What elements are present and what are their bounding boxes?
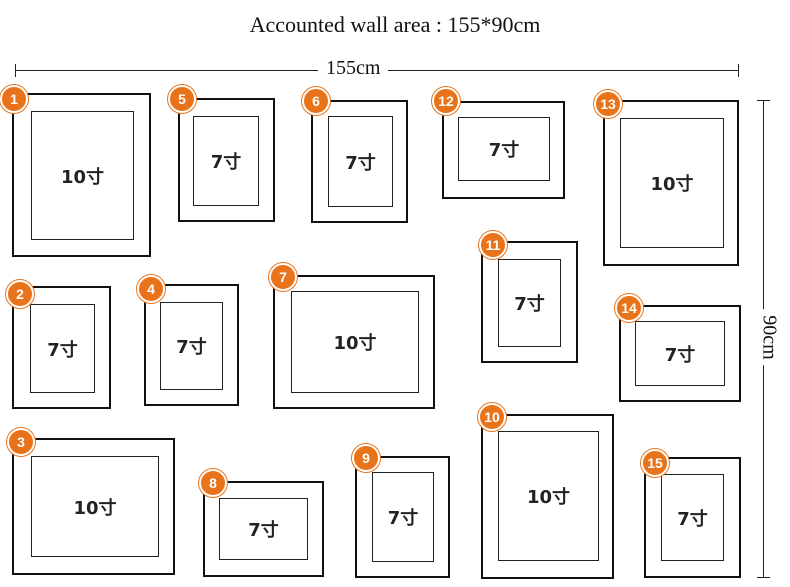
frame-9: 7寸 bbox=[355, 456, 450, 578]
frame-8: 7寸 bbox=[203, 481, 324, 577]
frame-number-badge: 8 bbox=[199, 469, 227, 497]
frame-mat: 7寸 bbox=[30, 304, 95, 393]
frame-number-badge: 13 bbox=[594, 90, 622, 118]
frame-size-label: 7寸 bbox=[47, 339, 78, 361]
frame-number-badge: 4 bbox=[137, 275, 165, 303]
frame-mat: 7寸 bbox=[498, 259, 561, 347]
frame-13: 10寸 bbox=[603, 100, 739, 266]
frame-mat: 7寸 bbox=[193, 116, 259, 206]
frame-number-badge: 14 bbox=[615, 294, 643, 322]
frame-number-badge: 1 bbox=[0, 85, 28, 113]
frame-mat: 10寸 bbox=[31, 456, 159, 557]
frame-size-label: 7寸 bbox=[677, 508, 708, 530]
frame-mat: 10寸 bbox=[31, 111, 134, 240]
frame-mat: 10寸 bbox=[291, 291, 419, 393]
frame-mat: 7寸 bbox=[661, 474, 724, 561]
frame-14: 7寸 bbox=[619, 305, 741, 402]
frame-size-label: 7寸 bbox=[664, 344, 696, 366]
frame-size-label: 10寸 bbox=[650, 174, 694, 195]
frame-size-label: 10寸 bbox=[60, 166, 105, 188]
frame-5: 7寸 bbox=[178, 98, 275, 222]
frame-size-label: 7寸 bbox=[248, 520, 279, 541]
frame-mat: 7寸 bbox=[458, 117, 550, 181]
frame-number-badge: 2 bbox=[6, 280, 34, 308]
frame-mat: 7寸 bbox=[328, 116, 393, 207]
frame-mat: 10寸 bbox=[620, 118, 724, 248]
frame-15: 7寸 bbox=[644, 457, 741, 578]
page-title: Accounted wall area : 155*90cm bbox=[249, 12, 541, 37]
frame-2: 7寸 bbox=[12, 286, 111, 409]
frame-6: 7寸 bbox=[311, 100, 408, 223]
frame-number-badge: 11 bbox=[479, 231, 507, 259]
frame-size-label: 10寸 bbox=[526, 487, 571, 508]
frame-number-badge: 5 bbox=[168, 85, 196, 113]
frame-number-badge: 10 bbox=[478, 403, 506, 431]
frame-mat: 7寸 bbox=[160, 302, 223, 390]
frame-1: 10寸 bbox=[12, 93, 151, 257]
frame-number-badge: 9 bbox=[352, 444, 380, 472]
height-dimension-tick-bottom bbox=[757, 577, 770, 578]
height-label: 90cm bbox=[757, 309, 781, 366]
frame-mat: 7寸 bbox=[219, 498, 308, 560]
width-label: 155cm bbox=[318, 57, 389, 80]
frame-11: 7寸 bbox=[481, 241, 578, 363]
frame-4: 7寸 bbox=[144, 284, 239, 406]
frame-size-label: 10寸 bbox=[333, 333, 377, 354]
frame-number-badge: 15 bbox=[641, 449, 669, 477]
frame-number-badge: 7 bbox=[269, 263, 297, 291]
frame-number-badge: 3 bbox=[7, 428, 35, 456]
frame-3: 10寸 bbox=[12, 438, 175, 575]
height-dimension-tick-top bbox=[757, 100, 770, 101]
frame-size-label: 10寸 bbox=[73, 497, 117, 519]
frame-number-badge: 12 bbox=[432, 87, 460, 115]
width-dimension-tick-left bbox=[15, 64, 16, 77]
frame-mat: 7寸 bbox=[372, 472, 434, 562]
width-dimension-tick-right bbox=[738, 64, 739, 77]
frame-number-badge: 6 bbox=[302, 87, 330, 115]
frame-mat: 10寸 bbox=[498, 431, 599, 561]
frame-7: 10寸 bbox=[273, 275, 435, 409]
frame-size-label: 7寸 bbox=[514, 294, 545, 315]
frame-size-label: 7寸 bbox=[387, 508, 419, 529]
frame-size-label: 7寸 bbox=[210, 152, 242, 173]
frame-10: 10寸 bbox=[481, 414, 614, 579]
frame-size-label: 7寸 bbox=[176, 337, 207, 358]
frame-mat: 7寸 bbox=[635, 321, 725, 386]
frame-size-label: 7寸 bbox=[488, 140, 520, 161]
frame-size-label: 7寸 bbox=[345, 152, 376, 174]
frame-12: 7寸 bbox=[442, 101, 565, 199]
